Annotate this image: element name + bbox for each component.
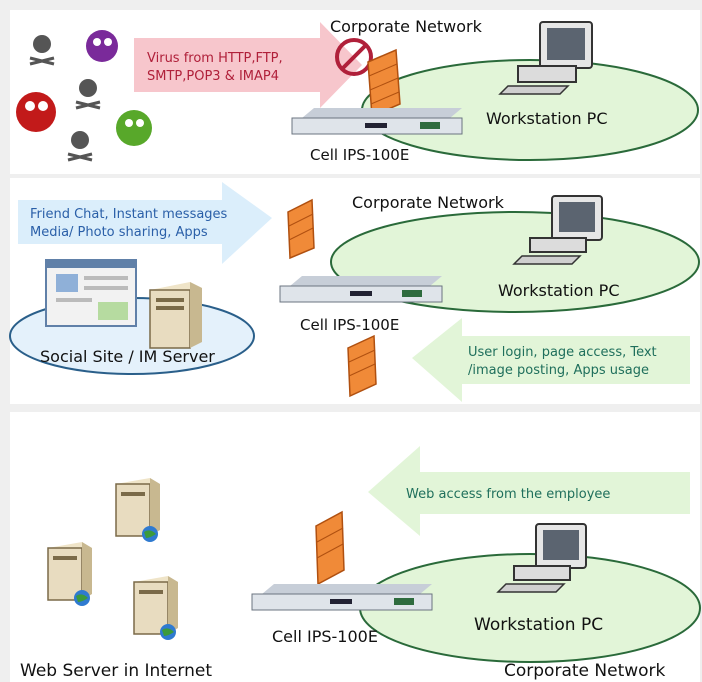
panel-social-im-control: Friend Chat, Instant messages Media/ Pho… (9, 178, 700, 404)
outbound-text-line-1: User login, page access, Text (468, 345, 657, 360)
firewall-icon (287, 198, 315, 260)
threat-arrow (134, 22, 362, 108)
web-server-icon (115, 478, 160, 542)
skull-icon (29, 35, 55, 66)
outbound-text: Web access from the employee (406, 487, 610, 502)
virus-icon (16, 92, 56, 132)
workstation-pc-icon (512, 195, 603, 265)
outbound-arrow (368, 446, 690, 536)
ips-device-icon (251, 584, 433, 611)
threat-text-line-1: Virus from HTTP,FTP, (147, 51, 283, 66)
outbound-arrow (412, 318, 690, 402)
ips-device-label: Cell IPS-100E (300, 316, 399, 334)
panel-web-access-control: Web access from the employee Cell IPS-10… (10, 412, 701, 682)
web-server-icon (47, 542, 92, 606)
workstation-pc-icon (498, 21, 593, 95)
virus-icon (86, 30, 118, 62)
corporate-network-label: Corporate Network (330, 17, 483, 36)
workstation-label: Workstation PC (474, 615, 603, 635)
inbound-text-line-1: Friend Chat, Instant messages (30, 207, 228, 222)
ips-device-icon (279, 276, 443, 303)
web-server-icon (133, 576, 178, 640)
ips-device-label: Cell IPS-100E (310, 146, 409, 164)
workstation-label: Workstation PC (498, 281, 619, 300)
corporate-network-label: Corporate Network (504, 661, 666, 681)
corporate-network-label: Corporate Network (352, 193, 505, 212)
threat-text-line-2: SMTP,POP3 & IMAP4 (147, 69, 279, 84)
server-icon (149, 282, 202, 349)
firewall-icon (315, 510, 345, 586)
social-site-window-icon (45, 259, 137, 327)
outbound-text-line-2: /image posting, Apps usage (468, 363, 649, 378)
workstation-pc-icon (496, 523, 587, 593)
social-site-label: Social Site / IM Server (40, 347, 215, 366)
skull-icon (75, 79, 101, 110)
web-server-label: Web Server in Internet (20, 661, 212, 681)
ips-device-icon (291, 108, 463, 135)
blocked-icon (335, 38, 373, 76)
firewall-icon (347, 334, 377, 398)
firewall-icon (367, 48, 401, 118)
inbound-arrow (18, 182, 272, 264)
skull-icon (67, 131, 93, 162)
workstation-label: Workstation PC (486, 109, 607, 128)
panel-virus-protection: Virus from HTTP,FTP, SMTP,POP3 & IMAP4 (10, 10, 700, 174)
ips-device-label: Cell IPS-100E (272, 627, 378, 646)
virus-icon (116, 110, 152, 146)
inbound-text-line-2: Media/ Photo sharing, Apps (30, 225, 208, 240)
